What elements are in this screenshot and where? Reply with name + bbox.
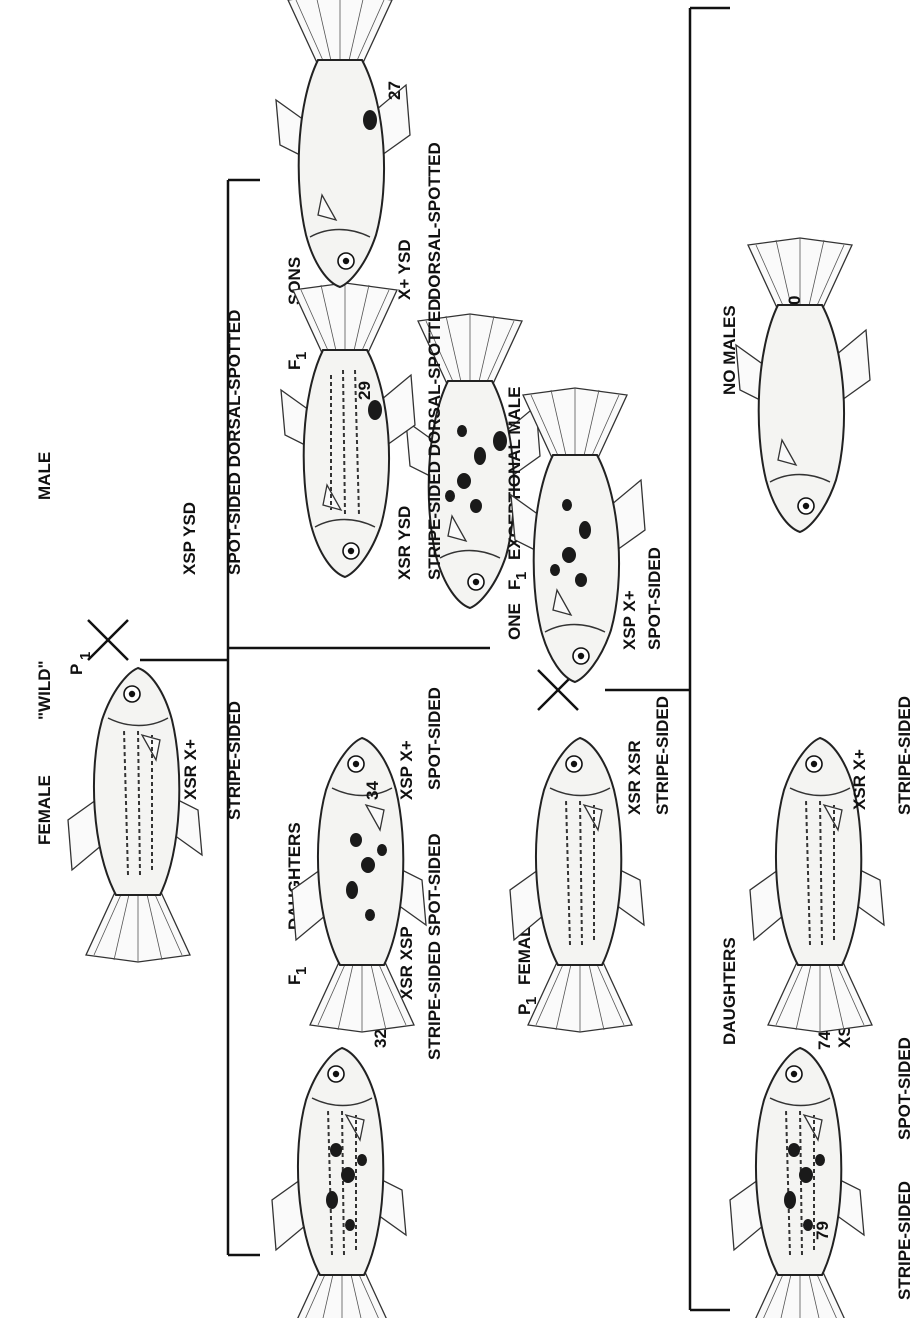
- backcross-female-genotype: XSR XSR: [625, 740, 644, 815]
- p1-female-genotype: XSR X+: [181, 739, 200, 800]
- exceptional-male-phenotype: SPOT-SIDED: [645, 547, 664, 650]
- f1-son-27-phenotype: DORSAL-SPOTTED: [425, 142, 444, 300]
- f2-daughter-79-count: 79: [813, 1221, 832, 1240]
- backcross-female-fish: [510, 738, 644, 1032]
- f1-son-27-count: 27: [385, 81, 404, 100]
- f2-daughter-74-phenotype: STRIPE-SIDED: [895, 696, 914, 815]
- exceptional-male-f: F: [505, 580, 524, 590]
- f1-daughter-32-count: 32: [371, 1029, 390, 1048]
- f1-sons-f: F: [285, 360, 304, 370]
- f1-daughter-32-fish: [272, 1048, 406, 1318]
- exceptional-male-sub: 1: [513, 572, 530, 580]
- f2-male-count: 0: [785, 296, 804, 305]
- p1-male-title: MALE: [35, 452, 54, 500]
- f1-son-29-count: 29: [355, 381, 374, 400]
- f2-daughters-label: DAUGHTERS: [720, 937, 739, 1045]
- backcross-female-phenotype: STRIPE-SIDED: [653, 696, 672, 815]
- f2-daughter-79-phenotype-a: STRIPE-SIDED: [895, 1181, 914, 1300]
- f2-daughter-74-genotype: XSR X+: [850, 749, 869, 810]
- f1-sons-sub: 1: [293, 352, 310, 360]
- f1-daughter-34-phenotype: SPOT-SIDED: [425, 687, 444, 790]
- p1-cross-symbol: [88, 620, 128, 660]
- p1-female-title: FEMALE: [35, 775, 54, 845]
- p1-wild-label: "WILD": [35, 660, 54, 720]
- f2-daughter-79-phenotype-b: SPOT-SIDED: [895, 1037, 914, 1140]
- exceptional-male-genotype: XSP X+: [620, 590, 639, 650]
- f1-daughter-32-phenotype: STRIPE-SIDED SPOT-SIDED: [425, 833, 444, 1060]
- f1-son-29-phenotype: STRIPE-SIDED DORSAL-SPOTTED: [425, 299, 444, 580]
- f1-daughter-32-genotype: XSR XSP: [397, 926, 416, 1000]
- p1-female-fish: [68, 668, 202, 962]
- f1-daughter-34-genotype: XSP X+: [397, 740, 416, 800]
- f2-daughter-79-fish: [730, 1048, 864, 1318]
- p1-male-genotype: XSP YSD: [180, 502, 199, 575]
- f1-daughters-f: F: [285, 975, 304, 985]
- f1-son-27-fish: [276, 0, 410, 287]
- f2-male-fish: [736, 238, 870, 532]
- f2-bracket: [690, 8, 730, 1310]
- f1-son-29-genotype: XSR YSD: [395, 506, 414, 580]
- f1-daughters-sub: 1: [293, 967, 310, 975]
- f1-son-27-genotype: X+ YSD: [395, 239, 414, 300]
- f2-daughter-74-count: 74: [815, 1031, 834, 1050]
- exceptional-male-one: ONE: [505, 603, 524, 640]
- f1-daughter-34-count: 34: [363, 781, 382, 800]
- p1-generation-label: P: [67, 664, 86, 675]
